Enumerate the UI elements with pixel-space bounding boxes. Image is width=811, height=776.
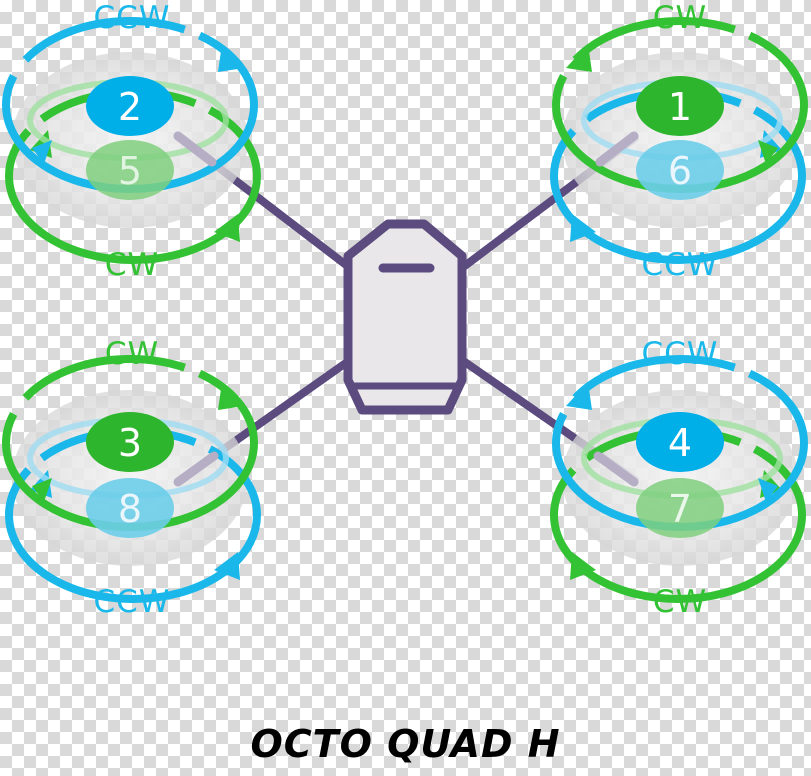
arm-hub-bottom-right: [593, 451, 639, 487]
motor-4-label: 4: [668, 421, 692, 465]
cw-arrow-icon: [570, 552, 596, 580]
motor-3-label: 3: [118, 421, 142, 465]
cw-arrow-icon: [214, 214, 240, 242]
motor-8-disc: [86, 478, 174, 538]
rotation-label-ccw: CCW: [94, 584, 171, 620]
rotation-label-cw: CW: [653, 584, 707, 620]
ccw-arrow-icon: [758, 478, 778, 502]
rotation-label-cw: CW: [105, 247, 159, 283]
arm-hub-bottom-left: [173, 451, 219, 487]
ccw-arrow-icon: [218, 44, 244, 72]
motor-2-label: 2: [118, 85, 142, 129]
motor-pair-bottom-left: 8 3 CW CCW: [2, 336, 261, 620]
motor-2-disc: [86, 76, 174, 136]
motor-1-label: 1: [668, 85, 692, 129]
arm-hub-top-left: [173, 131, 217, 167]
ccw-arrow-icon: [570, 214, 596, 242]
rotation-label-cw: CW: [653, 0, 707, 36]
motor-4-disc: [636, 412, 724, 472]
cw-arrow-icon: [566, 44, 592, 72]
ccw-arrow-icon: [566, 382, 592, 410]
motor-3-disc: [86, 412, 174, 472]
motor-7-label: 7: [668, 487, 692, 531]
rotation-label-ccw: CCW: [94, 0, 171, 36]
motor-1-disc: [636, 76, 724, 136]
motor-pair-top-right: 6 1 CW CCW: [550, 0, 808, 283]
motor-6-disc: [636, 140, 724, 200]
cw-arrow-icon: [32, 478, 52, 502]
motor-6-label: 6: [668, 149, 692, 193]
motor-5-label: 5: [118, 149, 142, 193]
cw-arrow-icon: [758, 140, 778, 164]
motor-8-label: 8: [118, 487, 142, 531]
body-shell: [343, 219, 467, 415]
motor-5-disc: [86, 140, 174, 200]
rotation-label-ccw: CCW: [642, 247, 719, 283]
ccw-arrow-icon: [32, 140, 52, 164]
motor-pair-top-left: 5 2 CCW CW: [2, 0, 261, 283]
cw-arrow-icon: [218, 382, 244, 410]
arm-hub-top-right: [595, 131, 639, 167]
rotation-label-cw: CW: [105, 336, 159, 372]
motor-7-disc: [636, 478, 724, 538]
flight-controller-body: [343, 219, 467, 415]
rotation-label-ccw: CCW: [642, 336, 719, 372]
motor-pair-bottom-right: 7 4 CCW CW: [550, 336, 808, 620]
diagram-title: OCTO QUAD H: [250, 722, 561, 766]
ccw-arrow-icon: [214, 552, 240, 580]
